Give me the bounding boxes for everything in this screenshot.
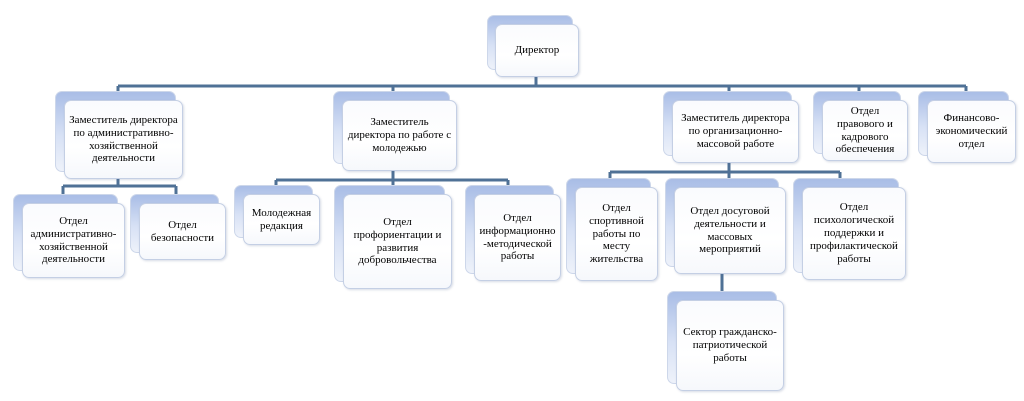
node-dept-sport: Отдел спортивной работы по месту жительс…	[566, 178, 658, 281]
node-dept-finance: Финансово-экономический отдел	[918, 91, 1016, 163]
node-dept-leisure-events: Отдел досуговой деятельности и массовых …	[665, 178, 786, 274]
node-dept-info-method: Отдел информационно-методической работы	[465, 185, 561, 281]
dept-security-label: Отдел безопасности	[150, 218, 215, 244]
node-deputy-youth: Заместитель директора по работе с молоде…	[333, 91, 457, 171]
dept-sport-label: Отдел спортивной работы по месту жительс…	[589, 201, 644, 266]
dept-career-volunteer-label: Отдел профориентации и развития добровол…	[353, 215, 442, 267]
director-label: Директор	[514, 44, 560, 57]
node-dept-security: Отдел безопасности	[130, 194, 226, 260]
node-dept-admin-activity: Отдел административно-хозяйственной деят…	[13, 194, 125, 278]
deputy-youth-label: Заместитель директора по работе с молоде…	[347, 116, 452, 154]
deputy-admin-label: Заместитель директора по административно…	[69, 113, 178, 165]
dept-psych-support-label: Отдел психологической поддержки и профил…	[810, 201, 898, 265]
node-deputy-admin: Заместитель директора по административно…	[55, 91, 183, 179]
node-deputy-organization: Заместитель директора по организационно-…	[663, 91, 799, 163]
sector-civic-patriotic-label: Сектор гражданско-патриотической работы	[683, 326, 777, 364]
youth-editorial-label: Молодежная редакция	[251, 206, 312, 232]
dept-leisure-events-label: Отдел досуговой деятельности и массовых …	[690, 204, 770, 256]
deputy-organization-label: Заместитель директора по организационно-…	[681, 112, 790, 150]
dept-info-method-label: Отдел информационно-методической работы	[479, 211, 556, 263]
node-dept-legal-hr: Отдел правового и кадрового обеспечения	[813, 91, 908, 161]
dept-admin-activity-label: Отдел административно-хозяйственной деят…	[30, 214, 117, 266]
node-dept-psych-support: Отдел психологической поддержки и профил…	[793, 178, 906, 280]
node-youth-editorial: Молодежная редакция	[234, 185, 320, 245]
node-sector-civic-patriotic: Сектор гражданско-патриотической работы	[667, 291, 784, 391]
node-director: Директор	[487, 15, 579, 77]
dept-legal-hr-label: Отдел правового и кадрового обеспечения	[835, 104, 895, 156]
node-dept-career-volunteer: Отдел профориентации и развития добровол…	[334, 185, 452, 289]
dept-finance-label: Финансово-экономический отдел	[935, 112, 1008, 150]
